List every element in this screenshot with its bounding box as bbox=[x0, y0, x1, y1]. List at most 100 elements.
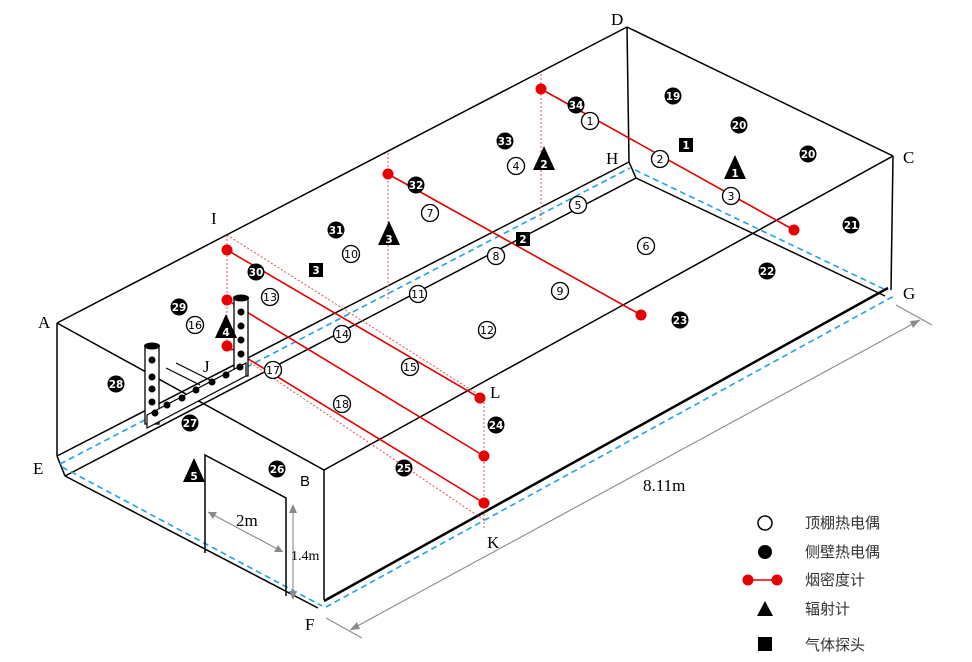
length-ext-right bbox=[895, 304, 933, 326]
right-tube-dot bbox=[237, 322, 245, 330]
wall-thermocouple-31: 31 bbox=[327, 221, 345, 239]
gas-probe-number: 2 bbox=[519, 234, 526, 246]
thermocouple-number: 21 bbox=[844, 220, 859, 232]
label-K: K bbox=[487, 533, 500, 552]
filled-circle-icon bbox=[664, 87, 682, 105]
wall-thermocouple-24: 24 bbox=[487, 416, 505, 434]
open-circle-icon bbox=[636, 236, 656, 256]
legend-item-radiometer: 辐射计 bbox=[757, 600, 850, 618]
thermocouple-number: 34 bbox=[569, 100, 584, 112]
length-dim-line bbox=[349, 319, 921, 631]
door-width-arrow-left bbox=[208, 512, 217, 519]
thermocouple-number: 31 bbox=[329, 225, 344, 237]
thermocouple-number: 9 bbox=[557, 285, 564, 298]
thermocouple-number: 8 bbox=[493, 250, 500, 263]
thermocouple-number: 30 bbox=[249, 267, 264, 279]
edge-E-F bbox=[64, 475, 319, 609]
filled-circle-icon bbox=[181, 414, 199, 432]
label-G: G bbox=[903, 284, 915, 303]
ceiling-thermocouple-10: 10 bbox=[341, 244, 361, 264]
thermocouple-number: 33 bbox=[498, 136, 513, 148]
right-tube-dot bbox=[237, 308, 245, 316]
smoke-meter-4 bbox=[221, 294, 490, 462]
thermocouple-number: 11 bbox=[411, 288, 425, 301]
wall-thermocouple-22: 22 bbox=[758, 262, 776, 280]
door-height-arrow-top bbox=[289, 504, 297, 513]
filled-circle-icon bbox=[268, 460, 286, 478]
smoke-meters bbox=[221, 83, 800, 509]
thermocouple-number: 5 bbox=[575, 199, 582, 212]
open-circle-icon bbox=[477, 320, 497, 340]
legend-label: 顶棚热电偶 bbox=[805, 514, 880, 532]
thermocouple-number: 25 bbox=[397, 463, 412, 475]
smoke-meter-2 bbox=[382, 168, 647, 321]
label-I: I bbox=[211, 209, 217, 228]
wall-thermocouple-23: 23 bbox=[671, 311, 689, 329]
filled-circle-icon bbox=[247, 263, 265, 281]
smoke-meter-1-end-a bbox=[535, 83, 547, 95]
track-dot bbox=[163, 401, 171, 409]
smoke-meter-3 bbox=[221, 244, 486, 404]
thermocouple-number: 26 bbox=[270, 464, 285, 476]
length-dimension: 8.11m bbox=[325, 304, 933, 639]
thermocouple-number: 16 bbox=[188, 319, 202, 332]
label-B: B bbox=[300, 473, 310, 490]
ceiling-thermocouple-18: 18 bbox=[332, 394, 352, 414]
door-width-dimension bbox=[207, 511, 284, 553]
ceiling-thermocouple-8: 8 bbox=[486, 246, 506, 266]
thermocouple-tree-area bbox=[144, 294, 249, 429]
radiometer-4: 4 bbox=[215, 314, 237, 339]
left-tube-dot bbox=[148, 356, 156, 364]
smoke-meter-5-end-a bbox=[221, 340, 233, 352]
edge-E-corner bbox=[56, 455, 66, 477]
square-icon bbox=[516, 232, 530, 246]
ceiling-thermocouple-12: 12 bbox=[477, 320, 497, 340]
filled-circle-icon bbox=[567, 96, 585, 114]
open-circle-icon bbox=[341, 244, 361, 264]
edge-H-corner bbox=[628, 161, 637, 179]
smoke-meter-4-end-b bbox=[478, 450, 490, 462]
thermocouple-number: 4 bbox=[513, 160, 520, 173]
ceiling-thermocouple-4: 4 bbox=[506, 156, 526, 176]
triangle-icon bbox=[533, 146, 555, 170]
door-height-label: 1.4m bbox=[291, 549, 320, 564]
label-E: E bbox=[33, 459, 43, 478]
radiometers: 12 3 4 5 bbox=[183, 146, 746, 483]
ceiling-thermocouple-5: 5 bbox=[568, 195, 588, 215]
ceiling-thermocouple-16: 16 bbox=[185, 315, 205, 335]
smoke-meter-4-end-a bbox=[221, 294, 233, 306]
label-D: D bbox=[611, 10, 623, 29]
radiometer-3: 3 bbox=[378, 221, 400, 246]
legend-label: 气体探头 bbox=[805, 636, 865, 654]
radiometer-2: 2 bbox=[533, 146, 555, 171]
open-circle-icon bbox=[332, 394, 352, 414]
wall-thermocouple-20: 20 bbox=[730, 116, 748, 134]
open-circle-icon bbox=[550, 281, 570, 301]
corner-labels: A B C D E F G H I J K L bbox=[33, 10, 915, 634]
edge-H-G bbox=[635, 177, 886, 297]
front-right-dashed-line bbox=[325, 295, 895, 608]
smoke-meter-5-end-b bbox=[478, 497, 490, 509]
legend-item-ceiling-thermocouple: 顶棚热电偶 bbox=[757, 514, 880, 532]
front-left-dashed-line bbox=[61, 466, 323, 607]
smoke-meter-1-end-b bbox=[788, 224, 800, 236]
gas-probe-number: 1 bbox=[682, 140, 689, 152]
guide-I-L bbox=[226, 234, 485, 399]
open-circle-icon bbox=[486, 246, 506, 266]
filled-circle-icon bbox=[487, 416, 505, 434]
filled-circle-icon bbox=[799, 145, 817, 163]
length-ext-left bbox=[325, 617, 363, 639]
ceiling-thermocouple-13: 13 bbox=[260, 287, 280, 307]
legend-open-circle-icon bbox=[757, 515, 773, 531]
filled-circle-icon bbox=[170, 298, 188, 316]
label-A: A bbox=[38, 313, 51, 332]
legend-filled-circle-icon bbox=[758, 545, 772, 559]
thermocouple-number: 23 bbox=[673, 315, 688, 327]
label-J: J bbox=[203, 357, 210, 376]
track-dot bbox=[236, 363, 244, 371]
ceiling-thermocouple-11: 11 bbox=[408, 284, 428, 304]
thermocouple-number: 22 bbox=[760, 266, 775, 278]
gas-probe-number: 3 bbox=[312, 265, 319, 277]
